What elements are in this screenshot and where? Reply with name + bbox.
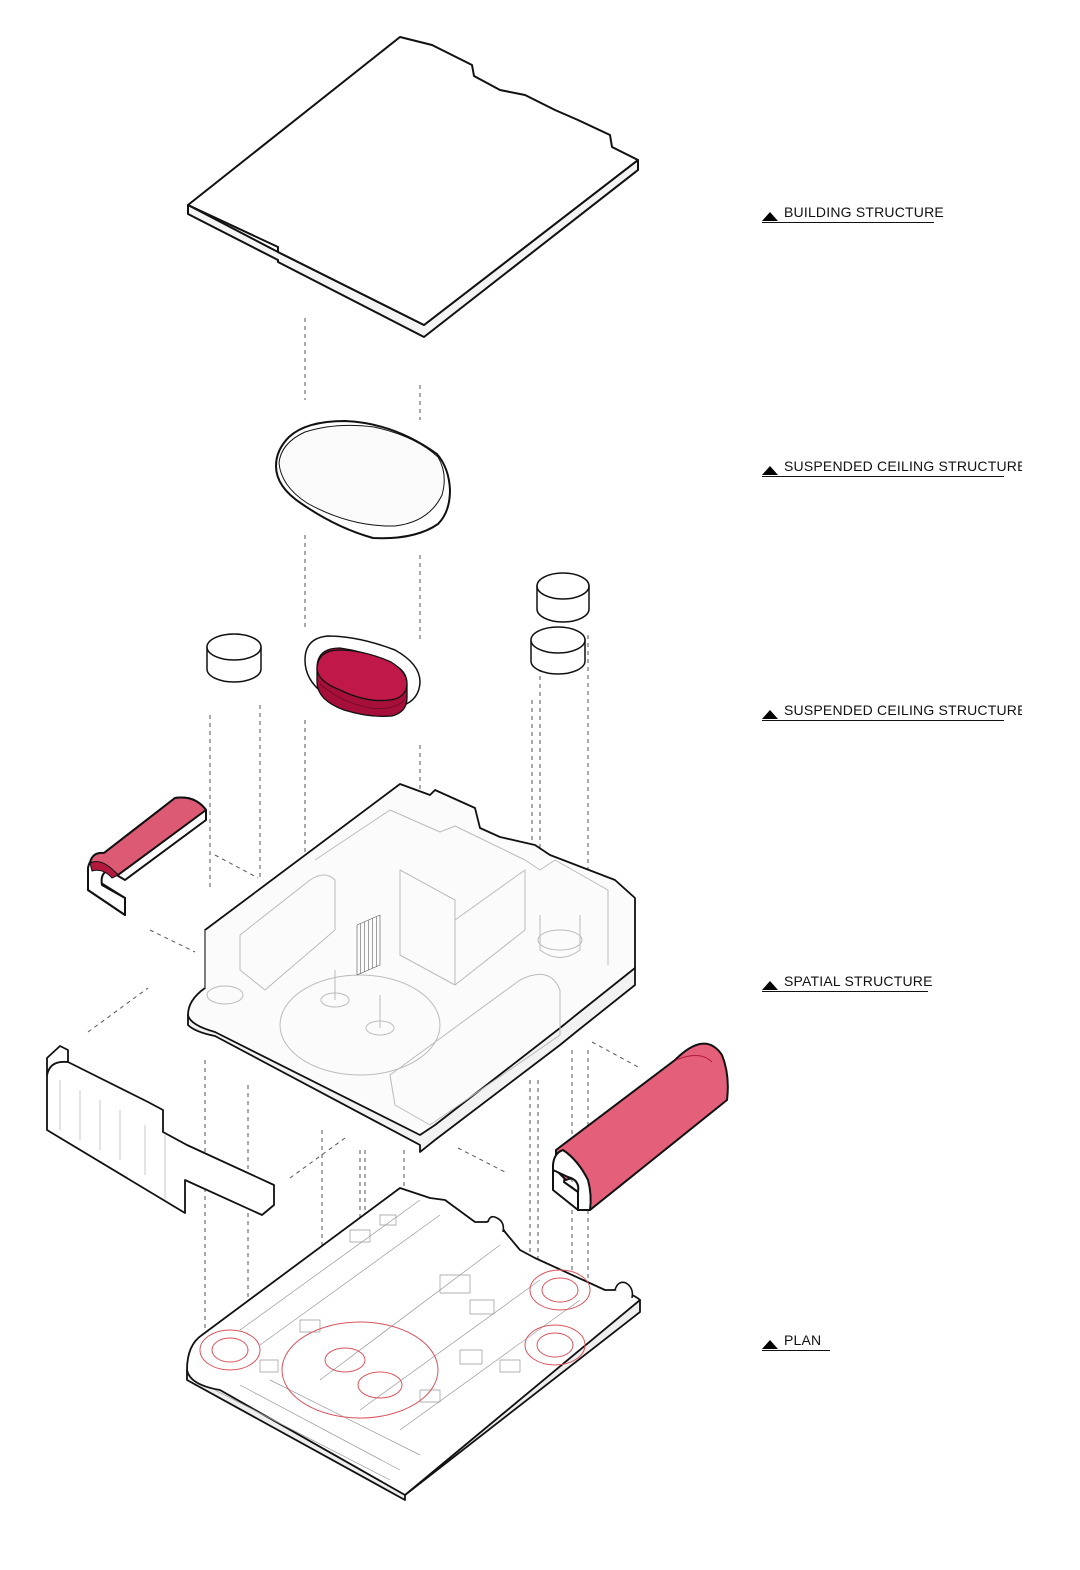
label-building-structure-wrap: BUILDING STRUCTURE	[762, 204, 944, 223]
label-rule	[762, 222, 934, 223]
crimson-capsule	[304, 635, 421, 718]
label-suspended-ceiling-1-wrap: SUSPENDED CEILING STRUCTURE	[762, 458, 1022, 477]
ceiling-cylinders	[206, 572, 590, 683]
label-suspended-ceiling-1-text: SUSPENDED CEILING STRUCTURE	[784, 458, 1022, 474]
floor-plan	[186, 1187, 641, 1501]
label-suspended-ceiling-1: SUSPENDED CEILING STRUCTURE	[762, 458, 1022, 477]
left-wall-piece	[46, 1045, 275, 1216]
label-rule	[762, 476, 1004, 477]
label-building-structure-text: BUILDING STRUCTURE	[784, 204, 944, 220]
label-spatial-structure-text: SPATIAL STRUCTURE	[784, 973, 933, 989]
label-building-structure: BUILDING STRUCTURE	[762, 204, 944, 223]
label-suspended-ceiling-2-wrap: SUSPENDED CEILING STRUCTURE	[762, 702, 1022, 721]
triangle-marker-icon	[762, 710, 778, 719]
label-rule	[762, 991, 928, 992]
triangle-marker-icon	[762, 212, 778, 221]
building-structure-slab	[187, 36, 639, 338]
label-spatial-structure: SPATIAL STRUCTURE	[762, 973, 932, 992]
label-plan-wrap: PLAN	[762, 1332, 830, 1351]
cylinder-right-bottom	[530, 626, 586, 675]
suspended-ceiling-oval	[274, 419, 452, 540]
hatched-partition	[356, 914, 381, 976]
label-plan: PLAN	[762, 1332, 830, 1351]
triangle-marker-icon	[762, 981, 778, 990]
spatial-structure-volume	[187, 783, 636, 1153]
triangle-marker-icon	[762, 1340, 778, 1349]
label-rule	[762, 1350, 830, 1351]
label-spatial-structure-wrap: SPATIAL STRUCTURE	[762, 973, 932, 992]
cylinder-left	[206, 633, 262, 683]
label-plan-text: PLAN	[784, 1332, 822, 1348]
pink-vault-left	[87, 796, 207, 916]
triangle-marker-icon	[762, 466, 778, 475]
label-rule	[762, 720, 1004, 721]
plan-details	[214, 1199, 581, 1481]
label-suspended-ceiling-2: SUSPENDED CEILING STRUCTURE	[762, 702, 1022, 721]
plan-circles-red	[199, 1269, 591, 1419]
cylinder-right-top	[536, 572, 590, 623]
pink-vault-right	[552, 1042, 729, 1211]
label-suspended-ceiling-2-text: SUSPENDED CEILING STRUCTURE	[784, 702, 1022, 718]
